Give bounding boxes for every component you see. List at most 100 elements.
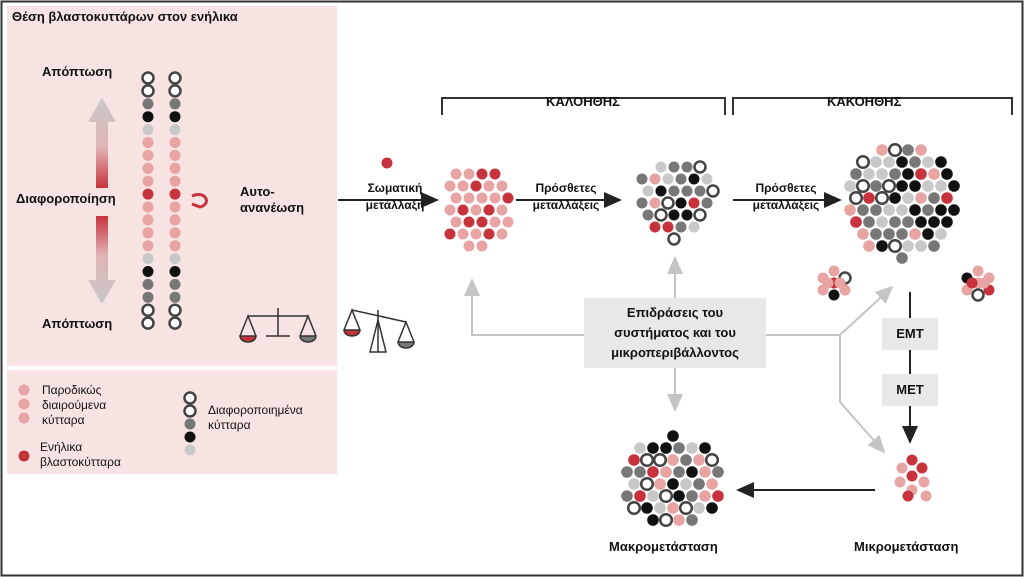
- stem-column-cell: [142, 124, 154, 136]
- stem-column-cell: [141, 84, 155, 98]
- stem-column-cell: [169, 98, 181, 110]
- macrometastasis-cell: [667, 478, 679, 490]
- legend-cell: [184, 444, 196, 456]
- benign-cell: [470, 204, 482, 216]
- macrometastasis-cell: [673, 514, 685, 526]
- benign-cell: [476, 216, 488, 228]
- benign-cell: [463, 168, 475, 180]
- benign-advanced-cell: [636, 173, 648, 185]
- benign-cell: [450, 192, 462, 204]
- benign-advanced-cell: [636, 197, 648, 209]
- legend-differentiated-label: Διαφοροποιημένα κύτταρα: [208, 403, 303, 432]
- benign-advanced-cell: [662, 221, 674, 233]
- malignant-cell: [870, 228, 882, 240]
- benign-cell: [489, 216, 501, 228]
- legend-cell: [183, 391, 197, 405]
- malignant-cell: [935, 156, 947, 168]
- malignant-cell: [876, 240, 888, 252]
- benign-advanced-cell: [675, 197, 687, 209]
- stem-column-cell: [169, 201, 181, 213]
- stem-column-cell: [142, 291, 154, 303]
- invading-cluster-cell: [966, 277, 978, 289]
- macrometastasis-cell: [686, 466, 698, 478]
- benign-advanced-cell: [642, 185, 654, 197]
- stem-column-cell: [142, 149, 154, 161]
- benign-advanced-cell: [681, 209, 693, 221]
- benign-advanced-cell: [681, 185, 693, 197]
- benign-cell: [496, 204, 508, 216]
- stem-column-cell: [169, 188, 181, 200]
- malignant-cell: [896, 180, 908, 192]
- malignant-cell: [848, 190, 864, 206]
- malignant-cell: [902, 144, 914, 156]
- micrometastasis-cell: [916, 462, 928, 474]
- malignant-cell: [909, 228, 921, 240]
- macrometastasis-cell: [639, 452, 655, 468]
- malignant-cell: [941, 168, 953, 180]
- macrometastasis-cell: [658, 512, 674, 528]
- macrometastasis-cell: [680, 454, 692, 466]
- macrometastasis-cell: [686, 514, 698, 526]
- benign-advanced-cell: [688, 221, 700, 233]
- stem-column-cell: [142, 111, 154, 123]
- benign-cell: [496, 180, 508, 192]
- benign-cell: [470, 180, 482, 192]
- malignant-cell: [874, 190, 890, 206]
- micrometastasis-cell: [894, 476, 906, 488]
- stem-column-cell: [168, 303, 182, 317]
- benign-cell: [444, 180, 456, 192]
- stem-column-cell: [169, 111, 181, 123]
- malignant-cell: [909, 156, 921, 168]
- malignant-cell: [855, 154, 871, 170]
- benign-cell: [457, 180, 469, 192]
- stem-column-cell: [142, 188, 154, 200]
- stem-column-cell: [142, 227, 154, 239]
- macrometastasis-cell: [704, 452, 720, 468]
- benign-cell: [502, 216, 514, 228]
- benign-cell: [457, 204, 469, 216]
- malignant-cell: [850, 216, 862, 228]
- benign-advanced-cell: [668, 185, 680, 197]
- stem-column-cell: [169, 227, 181, 239]
- legend-stem-label: Ενήλικα βλαστοκύτταρα: [40, 440, 121, 469]
- benign-advanced-cell: [668, 161, 680, 173]
- benign-label: ΚΑΛΟΗΘΗΣ: [546, 94, 620, 109]
- macrometastasis-cell: [654, 502, 666, 514]
- invading-cluster-cell: [828, 265, 840, 277]
- invading-cluster-cell: [828, 289, 840, 301]
- macrometastasis-cell: [673, 442, 685, 454]
- macrometastasis-cell: [621, 490, 633, 502]
- stem-column-cell: [142, 240, 154, 252]
- benign-advanced-cell: [642, 209, 654, 221]
- macrometastasis-cell: [678, 500, 694, 516]
- malignant-cell: [941, 216, 953, 228]
- benign-cell: [476, 168, 488, 180]
- balanced-scale-icon: [239, 308, 317, 343]
- benign-bracket: [441, 97, 726, 115]
- invading-cluster-cell: [822, 277, 834, 289]
- benign-cell: [457, 228, 469, 240]
- benign-cell: [450, 168, 462, 180]
- malignant-cell: [863, 240, 875, 252]
- malignant-cell: [948, 204, 960, 216]
- benign-advanced-cell: [688, 197, 700, 209]
- invading-cluster-cell: [971, 288, 985, 302]
- stem-column-cell: [169, 214, 181, 226]
- macrometastasis-cell: [699, 490, 711, 502]
- malignant-cell: [928, 216, 940, 228]
- malignant-cell: [844, 180, 856, 192]
- invading-cluster-cell: [978, 277, 990, 289]
- malignant-cell: [902, 168, 914, 180]
- apoptosis-top-label: Απόπτωση: [42, 64, 113, 79]
- stem-column-cell: [169, 137, 181, 148]
- legend-cell: [18, 398, 30, 410]
- stem-column-cell: [141, 71, 155, 85]
- benign-advanced-cell: [654, 208, 668, 222]
- benign-advanced-cell: [661, 196, 675, 210]
- legend-cell: [18, 412, 30, 424]
- mutated-stem-cell: [381, 157, 393, 169]
- malignant-cell: [941, 192, 953, 204]
- stem-column-cell: [142, 214, 154, 226]
- differentiation-label: Διαφοροποίηση: [16, 191, 116, 206]
